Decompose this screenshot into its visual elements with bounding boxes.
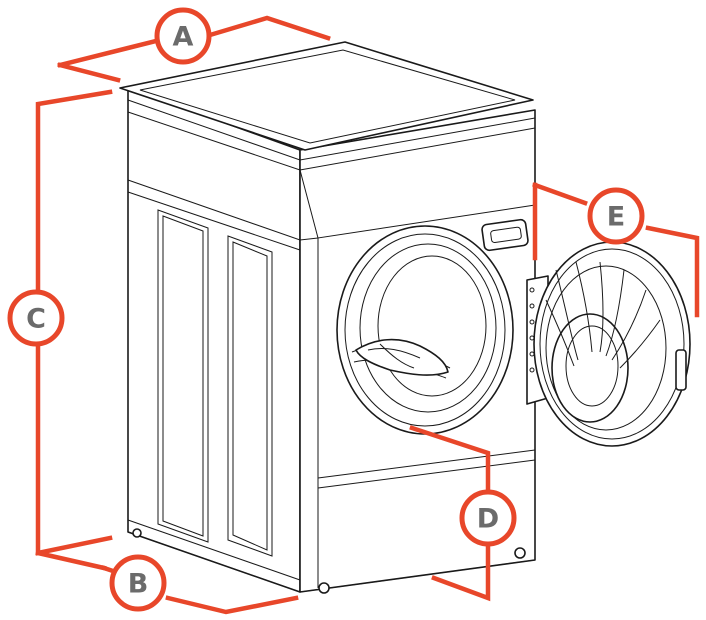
dryer-illustration <box>119 41 536 594</box>
dimension-line-d <box>409 425 491 493</box>
drum-opening <box>336 225 514 435</box>
cabinet-side-panel <box>127 87 301 593</box>
dimension-line-c <box>35 89 113 293</box>
door-latch <box>675 349 687 391</box>
callout-c: C <box>7 289 65 347</box>
callout-c-label: C <box>26 304 46 335</box>
dimension-line-a <box>57 62 121 83</box>
door-glass <box>551 313 629 423</box>
callout-a: A <box>154 7 212 65</box>
cabinet-top-inset <box>139 49 516 144</box>
side-recess-left <box>157 209 209 543</box>
callout-d-label: D <box>477 504 499 535</box>
callout-a-label: A <box>173 22 194 53</box>
callout-b: B <box>109 554 167 612</box>
callout-d: D <box>459 489 517 547</box>
callout-e: E <box>587 187 645 245</box>
cabinet-top <box>119 41 534 151</box>
foot <box>132 528 142 538</box>
dimension-lines <box>35 15 700 615</box>
side-recess-right <box>227 235 273 557</box>
dimension-line-b <box>35 550 107 571</box>
callout-b-label: B <box>128 569 149 600</box>
callout-e-label: E <box>607 202 625 233</box>
open-door <box>526 241 691 447</box>
dimension-line-e <box>532 182 588 206</box>
